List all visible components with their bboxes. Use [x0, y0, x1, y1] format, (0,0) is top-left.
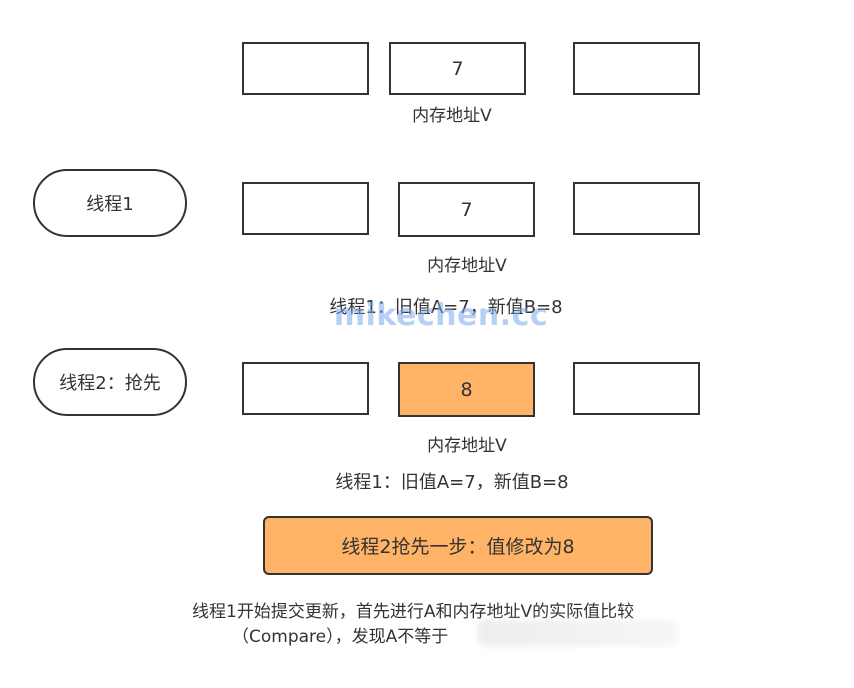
paragraph-line2: （Compare），发现A不等于	[232, 627, 449, 647]
address-label-row3: 内存地址V	[427, 436, 507, 456]
memory-cell-center-row1: 7	[389, 42, 526, 95]
watermark: mikechen.cc	[333, 298, 549, 333]
memory-cell-left-row1	[242, 42, 369, 95]
memory-cell-right-row3	[573, 362, 700, 415]
thread1-values-note-row3: 线程1：旧值A=7，新值B=8	[335, 472, 569, 493]
thread2-node: 线程2：抢先	[33, 348, 187, 416]
address-label-row1: 内存地址V	[412, 106, 492, 126]
address-label-row2: 内存地址V	[427, 256, 507, 276]
thread1-node: 线程1	[33, 169, 187, 237]
memory-cell-left-row2	[242, 182, 369, 235]
thread1-values-note-row2: 线程1：旧值A=7，新值B=8	[329, 297, 563, 318]
thread2-preempt-banner: 线程2抢先一步：值修改为8	[263, 516, 653, 575]
paragraph-line1: 线程1开始提交更新，首先进行A和内存地址V的实际值比较	[192, 602, 635, 622]
cell-value: 8	[460, 378, 473, 401]
memory-cell-right-row2	[573, 182, 700, 235]
memory-cell-right-row1	[573, 42, 700, 95]
banner-text: 线程2抢先一步：值修改为8	[341, 536, 575, 558]
thread2-label: 线程2：抢先	[59, 373, 161, 394]
cell-value: 7	[460, 198, 473, 221]
thread1-label: 线程1	[86, 194, 134, 215]
memory-cell-center-row2: 7	[398, 182, 535, 237]
memory-cell-center-row3-highlighted: 8	[398, 362, 535, 417]
blurred-text-overlay	[478, 620, 678, 646]
memory-cell-left-row3	[242, 362, 369, 415]
cell-value: 7	[451, 57, 464, 80]
